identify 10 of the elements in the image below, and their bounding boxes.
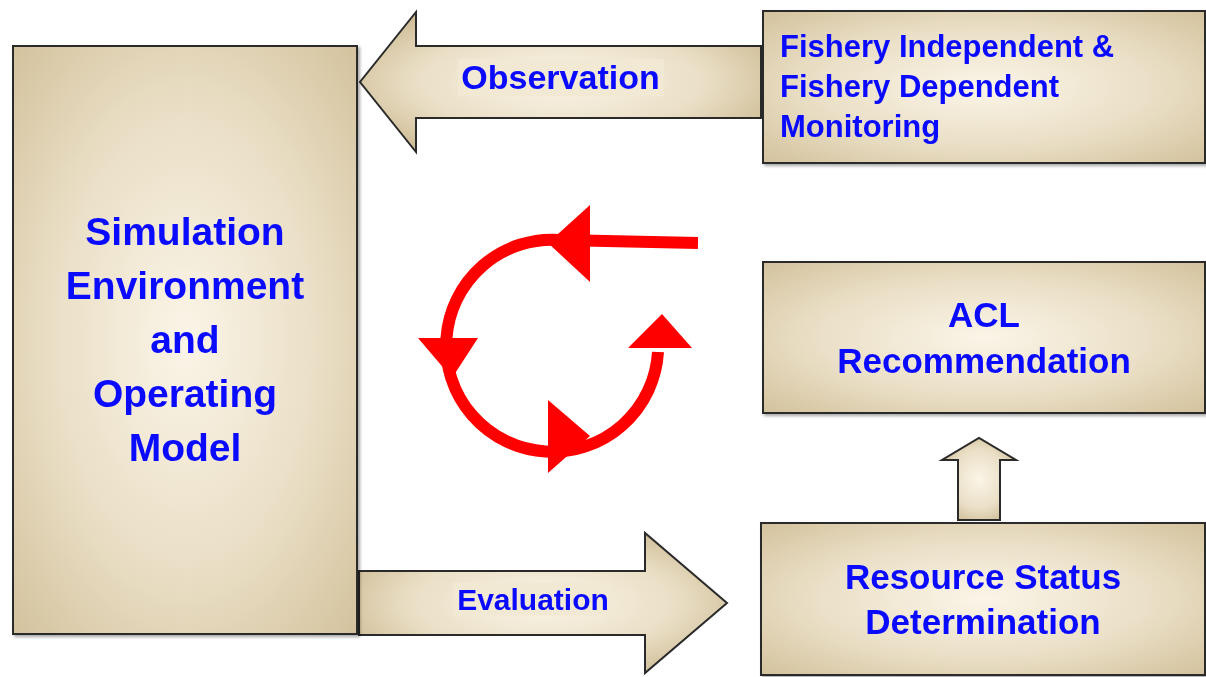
box-label: Fishery Independent & Fishery Dependent Monitoring <box>780 27 1116 147</box>
box-label: Simulation Environment and Operating Model <box>64 209 306 471</box>
process-box <box>762 10 1206 164</box>
process-box <box>12 45 358 635</box>
process-box <box>762 261 1206 414</box>
process-box <box>760 522 1206 676</box>
box-label: Resource Status Determination <box>843 555 1123 643</box>
edge-label: Observation <box>457 59 664 97</box>
block-arrow <box>938 436 1020 521</box>
box-label: ACL Recommendation <box>836 294 1132 382</box>
